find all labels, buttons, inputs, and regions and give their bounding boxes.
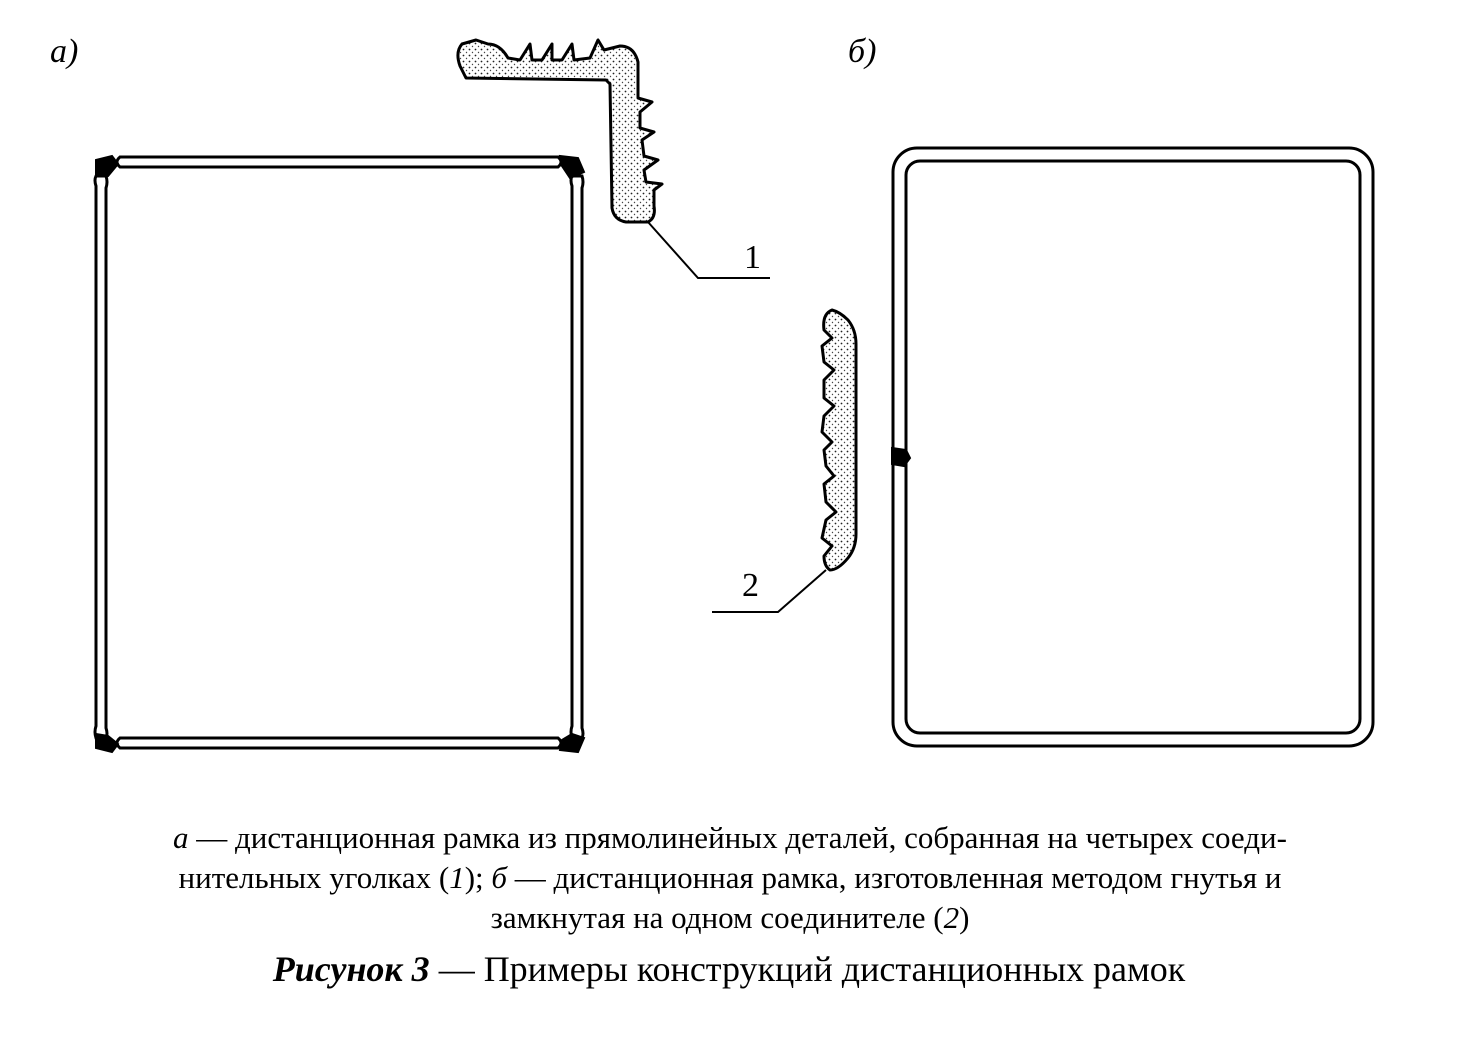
figure-number: Рисунок 3	[272, 949, 430, 989]
frame-b-joint	[891, 446, 912, 468]
panel-a-label: а)	[50, 33, 78, 70]
frame-a-straight-profiles	[93, 155, 585, 750]
frame-b-bent	[891, 146, 1375, 748]
caption-b-letter: б	[491, 860, 508, 895]
caption-a-close: );	[464, 860, 492, 895]
frame-b-outer-edge	[891, 146, 1375, 748]
caption-a-ref: 1	[449, 860, 465, 895]
corner-connector-detail: 1	[456, 38, 770, 279]
frame-a-left-bar	[93, 174, 109, 740]
frame-a-top-bar	[115, 155, 563, 169]
caption-b-text: — дистанционная рамка, изготовленная мет…	[490, 860, 1282, 935]
frame-a-right-bar	[569, 174, 585, 740]
callout-2-label: 2	[742, 567, 759, 604]
caption-a-letter: а	[173, 820, 189, 855]
panel-b-label: б)	[848, 33, 876, 70]
straight-connector-detail: 2	[712, 308, 858, 613]
corner-key-top-left	[95, 154, 120, 178]
caption-a-text: — дистанционная рамка из прямолинейных д…	[178, 820, 1287, 895]
figure-title-text: — Примеры конструкций дистанционных рамо…	[429, 949, 1186, 989]
corner-key-top-right	[558, 154, 586, 180]
caption-b-ref: 2	[943, 900, 960, 935]
frame-b-inner-edge	[904, 159, 1362, 735]
figure-title: Рисунок 3 — Примеры конструкций дистанци…	[0, 948, 1458, 990]
frame-a-bottom-bar	[115, 736, 563, 750]
frame-a-corner-keys	[95, 154, 586, 754]
figure-caption: а — дистанционная рамка из прямолинейных…	[120, 818, 1340, 938]
callout-1-label: 1	[744, 239, 761, 276]
corner-key-bottom-right	[558, 732, 586, 754]
corner-key-bottom-left	[95, 732, 120, 754]
caption-b-close: )	[959, 900, 970, 935]
